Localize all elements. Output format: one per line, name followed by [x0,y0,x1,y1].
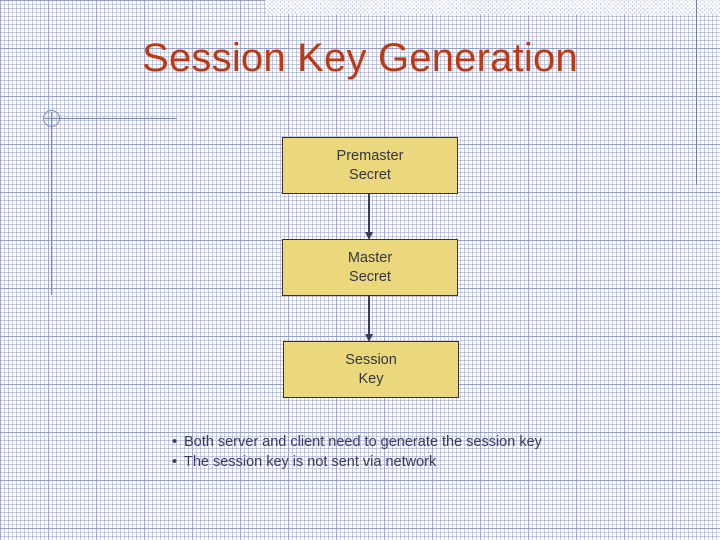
list-item: • The session key is not sent via network [172,452,652,472]
arrow-premaster-to-master-icon [364,194,373,240]
page-title: Session Key Generation [142,36,578,80]
decorative-vertical-rule-left [51,112,52,295]
arrow-master-to-session-icon [364,296,373,342]
hatched-banner-icon [265,0,720,15]
list-item: • Both server and client need to generate… [172,432,652,452]
flow-box-label: Master Secret [347,249,393,285]
notes-list: • Both server and client need to generate… [172,432,652,472]
bullet-dot-icon: • [172,454,178,470]
bullet-dot-icon: • [172,434,178,450]
decorative-horizontal-rule [45,118,177,119]
flow-box-master-secret[interactable]: Master Secret [282,239,458,296]
decorative-circle-icon [43,110,60,127]
flow-box-label: Premaster Secret [336,147,404,183]
list-item-text: The session key is not sent via network [184,454,437,470]
flow-box-session-key[interactable]: Session Key [283,341,459,398]
decorative-vertical-rule-right [696,0,697,185]
flow-box-label: Session Key [345,351,397,387]
flow-box-premaster-secret[interactable]: Premaster Secret [282,137,458,194]
list-item-text: Both server and client need to generate … [184,434,542,450]
